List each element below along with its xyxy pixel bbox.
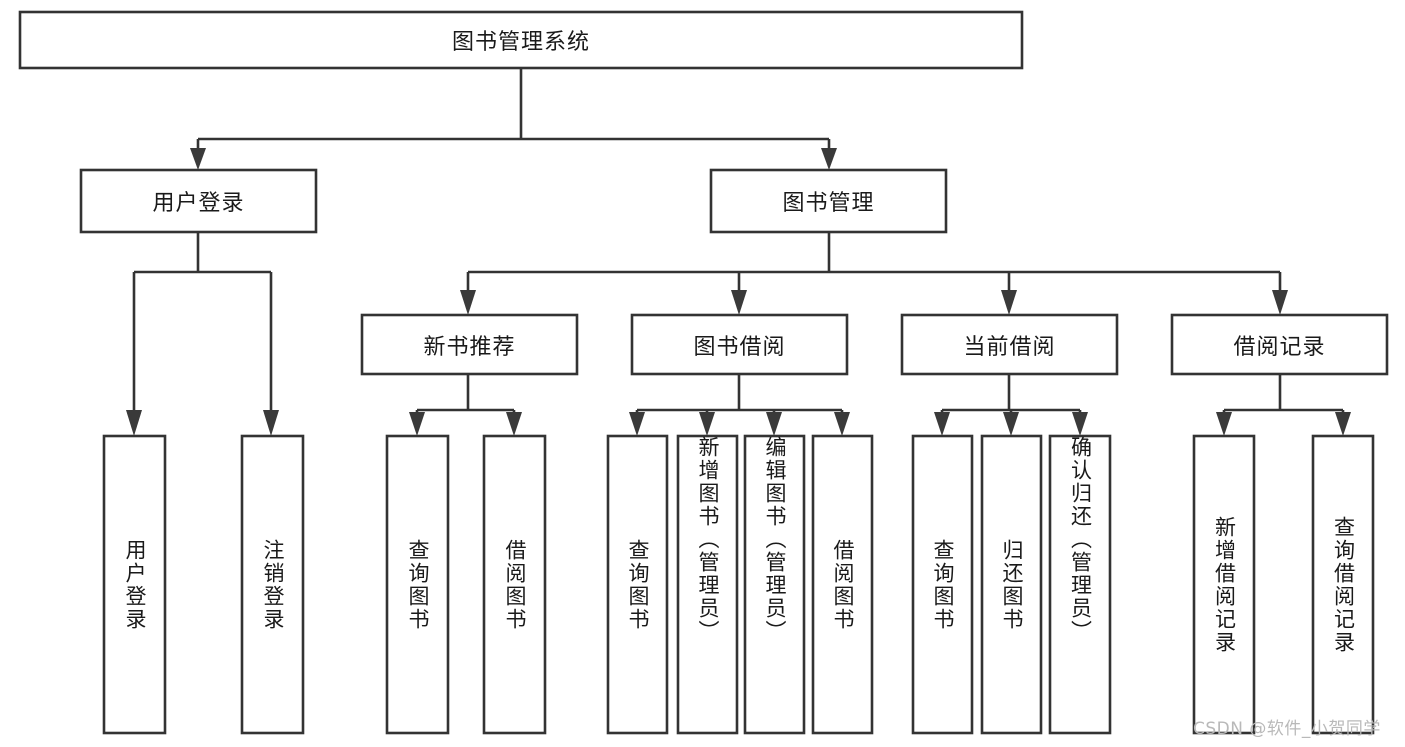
node-box-book-management[interactable]	[709, 168, 948, 234]
arrow-head-leaf-query-book-current	[934, 412, 950, 436]
arrow-head-new-book-recommend	[460, 290, 476, 315]
arrow-head-leaf-confirm-return-admin	[1072, 412, 1088, 436]
arrow-head-leaf-add-borrow-record	[1216, 412, 1232, 436]
arrow-head-current-borrow	[1001, 290, 1017, 315]
node-box-borrow-record[interactable]	[1170, 313, 1389, 376]
node-box-leaf-query-borrow-record[interactable]	[1311, 434, 1375, 735]
node-box-leaf-query-book-recommend[interactable]	[385, 434, 450, 735]
connector-group	[126, 68, 1351, 436]
arrow-head-leaf-edit-book-admin	[766, 412, 782, 436]
node-box-new-book-recommend[interactable]	[360, 313, 579, 376]
csdn-watermark: CSDN @软件_小贺同学	[1193, 719, 1381, 739]
node-box-leaf-borrow-book-recommend[interactable]	[482, 434, 547, 735]
node-box-leaf-logout[interactable]	[240, 434, 305, 735]
arrow-head-book-management	[821, 148, 837, 170]
arrow-head-leaf-return-book	[1003, 412, 1019, 436]
node-box-book-borrow[interactable]	[630, 313, 849, 376]
node-box-leaf-user-login[interactable]	[102, 434, 167, 735]
node-box-user-login[interactable]	[79, 168, 318, 234]
arrow-head-leaf-user-login	[126, 410, 142, 436]
node-box-leaf-borrow-book[interactable]	[811, 434, 874, 735]
node-box-current-borrow[interactable]	[900, 313, 1119, 376]
arrow-head-leaf-logout	[263, 410, 279, 436]
arrow-head-book-borrow	[731, 290, 747, 315]
node-box-leaf-return-book[interactable]	[980, 434, 1043, 735]
arrow-head-leaf-query-book-borrow	[629, 412, 645, 436]
arrow-head-leaf-query-book-recommend	[409, 412, 425, 436]
arrow-head-leaf-query-borrow-record	[1335, 412, 1351, 436]
node-box-group	[18, 10, 1389, 735]
node-box-root[interactable]	[18, 10, 1024, 70]
arrow-head-leaf-borrow-book-recommend	[506, 412, 522, 436]
arrow-head-borrow-record	[1272, 290, 1288, 315]
arrow-head-leaf-borrow-book	[834, 412, 850, 436]
node-box-leaf-confirm-return-admin[interactable]	[1048, 434, 1112, 735]
arrow-head-user-login	[190, 148, 206, 170]
arrow-head-leaf-add-book-admin	[699, 412, 715, 436]
node-box-leaf-query-book-current[interactable]	[911, 434, 974, 735]
node-box-leaf-add-book-admin[interactable]	[676, 434, 739, 735]
node-box-leaf-edit-book-admin[interactable]	[743, 434, 806, 735]
node-box-leaf-add-borrow-record[interactable]	[1192, 434, 1256, 735]
node-box-leaf-query-book-borrow[interactable]	[606, 434, 669, 735]
